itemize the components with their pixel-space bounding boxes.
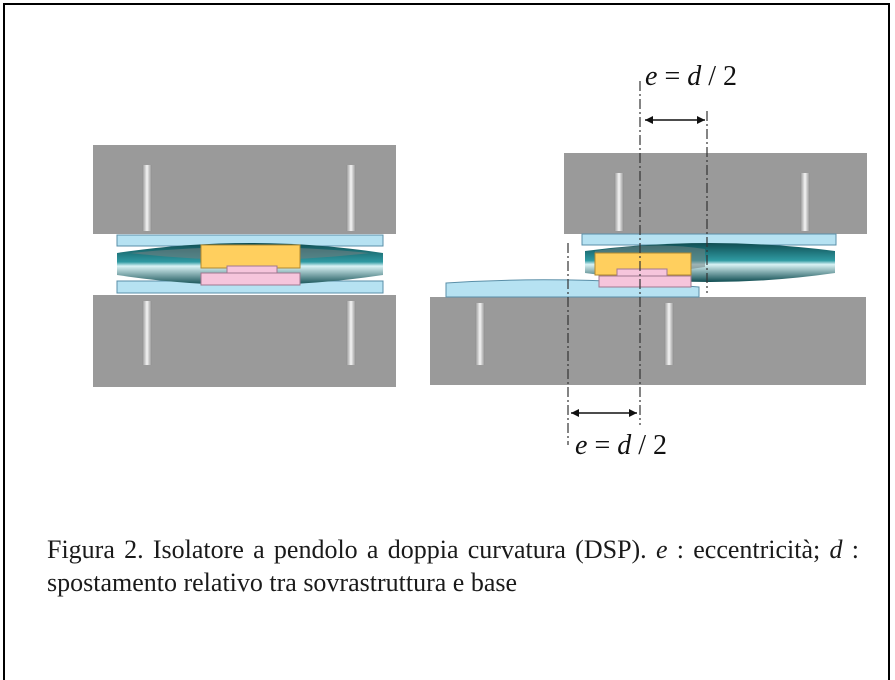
isolator-figure: e = d / 2 e = d / 2	[93, 61, 867, 461]
left-rod-3	[142, 301, 152, 365]
left-slider-top	[200, 244, 301, 269]
bottom-dimension-arrow	[571, 409, 637, 417]
caption-lead: Figura 2. Isolatore a pendolo a doppia c…	[47, 535, 647, 564]
right-isolator: e = d / 2 e = d / 2	[430, 61, 867, 461]
left-isolator	[93, 145, 396, 387]
caption-e-symbol: e	[655, 535, 668, 564]
left-rod-4	[346, 301, 356, 365]
caption-e-definition: : eccentricità;	[667, 535, 821, 564]
caption-d-symbol: d	[829, 535, 843, 564]
left-rod-2	[346, 165, 356, 231]
top-dimension-arrow	[645, 116, 705, 124]
right-rod-3	[475, 303, 485, 365]
right-rod-4	[664, 303, 674, 365]
figure-frame: e = d / 2 e = d / 2 Figura 2. Isolatore …	[3, 3, 890, 680]
right-top-block	[564, 153, 867, 234]
right-rod-2	[800, 173, 810, 231]
right-rod-1	[614, 173, 624, 231]
top-eccentricity-label: e = d / 2	[645, 61, 737, 92]
right-bottom-block	[430, 297, 866, 385]
right-slider-bottom	[598, 275, 692, 288]
left-rod-1	[142, 165, 152, 231]
bottom-eccentricity-label: e = d / 2	[575, 430, 667, 461]
caption-d-definition: : spostamento relativo tra sovrastruttur…	[47, 535, 860, 597]
figure-caption: Figura 2. Isolatore a pendolo a doppia c…	[47, 533, 859, 599]
left-slider-bottom	[200, 272, 301, 286]
